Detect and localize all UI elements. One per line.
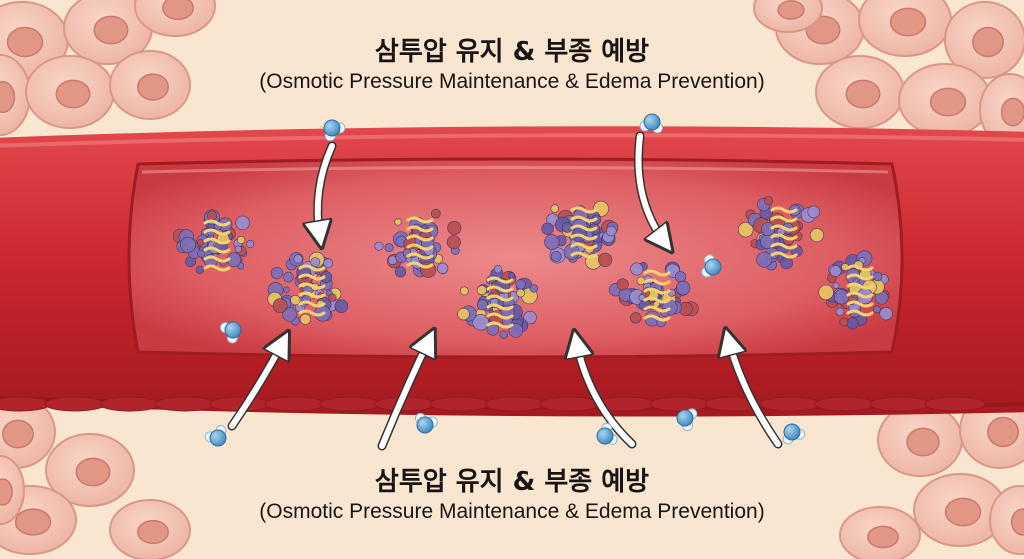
title-bottom-korean: 삼투압 유지 & 부종 예방 bbox=[0, 466, 1024, 498]
title-bottom: 삼투압 유지 & 부종 예방 (Osmotic Pressure Mainten… bbox=[0, 466, 1024, 526]
water-molecule-icon bbox=[640, 114, 662, 133]
water-molecule-icon bbox=[205, 426, 226, 447]
title-top-korean: 삼투압 유지 & 부종 예방 bbox=[0, 36, 1024, 68]
water-molecule-icon bbox=[677, 409, 697, 431]
water-molecule-icon bbox=[415, 413, 437, 433]
title-top: 삼투압 유지 & 부종 예방 (Osmotic Pressure Mainten… bbox=[0, 36, 1024, 96]
title-bottom-english: (Osmotic Pressure Maintenance & Edema Pr… bbox=[0, 498, 1024, 526]
title-top-english: (Osmotic Pressure Maintenance & Edema Pr… bbox=[0, 68, 1024, 96]
water-molecule-icon bbox=[783, 424, 805, 444]
